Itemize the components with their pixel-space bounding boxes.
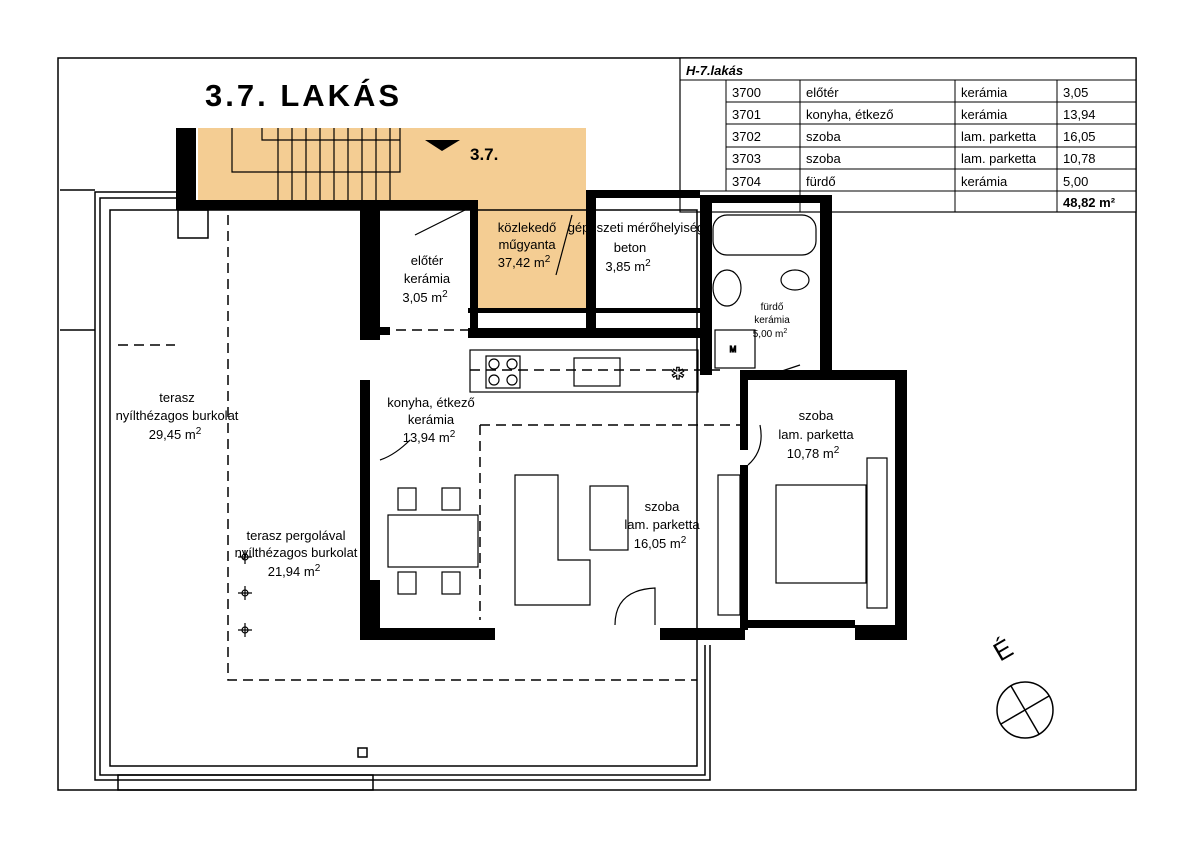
- terrace-outline: [60, 189, 711, 791]
- room-name: terasz pergolával: [247, 528, 346, 543]
- table-total: 48,82 m²: [1063, 195, 1116, 210]
- room-area: 29,45 m2: [149, 426, 202, 442]
- staircase: [231, 128, 401, 200]
- room-area: 16,05 m2: [634, 535, 687, 551]
- room-area: 37,42 m2: [498, 254, 551, 270]
- level-marker-icon: [425, 140, 460, 151]
- room-floor: műgyanta: [498, 237, 556, 252]
- room-name: szoba: [645, 499, 680, 514]
- cell-area: 16,05: [1063, 129, 1096, 144]
- room-label-konyha: konyha, étkező kerámia 13,94 m2: [387, 395, 474, 445]
- room-area: 3,85 m2: [605, 258, 651, 274]
- cell-floor: kerámia: [961, 174, 1008, 189]
- doors: [379, 209, 801, 626]
- room-label-gepeszeti: gépészeti mérőhelyiség beton 3,85 m2: [568, 220, 705, 274]
- pergola-outline: [118, 215, 745, 758]
- table-row: 3702 szoba lam. parketta 16,05: [732, 129, 1096, 144]
- cell-code: 3701: [732, 107, 761, 122]
- apartment-title: 3.7. LAKÁS: [205, 78, 402, 113]
- cell-room: konyha, étkező: [806, 107, 893, 122]
- cell-area: 13,94: [1063, 107, 1096, 122]
- room-area: 13,94 m2: [403, 429, 456, 445]
- table-row: 3700 előtér kerámia 3,05: [732, 85, 1088, 100]
- room-schedule-table: H-7.lakás 3700 előtér kerámia 3,05 3701 …: [679, 57, 1137, 213]
- room-floor: kerámia: [754, 315, 790, 326]
- room-area: 21,94 m2: [268, 563, 321, 579]
- sheet-frame: [57, 57, 1137, 791]
- room-name: konyha, étkező: [387, 395, 474, 410]
- room-name: előtér: [411, 253, 444, 268]
- room-floor: kerámia: [404, 271, 451, 286]
- room-area: 3,05 m2: [402, 289, 448, 305]
- cell-room: szoba: [806, 151, 841, 166]
- cell-floor: lam. parketta: [961, 151, 1037, 166]
- table-row: 3704 fürdő kerámia 5,00: [732, 174, 1088, 189]
- cell-room: fürdő: [806, 174, 836, 189]
- cell-code: 3703: [732, 151, 761, 166]
- room-label-szoba-bedroom: szoba lam. parketta 10,78 m2: [778, 408, 854, 461]
- cell-area: 10,78: [1063, 151, 1096, 166]
- room-label-eloter: előtér kerámia 3,05 m2: [402, 253, 451, 305]
- cell-floor: lam. parketta: [961, 129, 1037, 144]
- room-area: 10,78 m2: [787, 445, 840, 461]
- table-row: 3701 konyha, étkező kerámia 13,94: [732, 107, 1096, 122]
- room-floor: nyílthézagos burkolat: [235, 545, 358, 560]
- cell-room: előtér: [806, 85, 839, 100]
- room-name: terasz: [159, 390, 194, 405]
- cell-floor: kerámia: [961, 107, 1008, 122]
- north-compass-icon: [996, 681, 1054, 739]
- furniture: [387, 457, 888, 616]
- room-name: fürdő: [761, 302, 784, 313]
- cell-floor: kerámia: [961, 85, 1008, 100]
- cell-code: 3704: [732, 174, 761, 189]
- cell-area: 3,05: [1063, 85, 1088, 100]
- cell-room: szoba: [806, 129, 841, 144]
- kitchen-counter: ✱: [469, 349, 699, 393]
- room-name: szoba: [799, 408, 834, 423]
- walls: [176, 128, 907, 640]
- table-header: H-7.lakás: [686, 63, 743, 78]
- fridge-icon: ✱: [671, 366, 684, 383]
- room-area: 5,00 m2: [753, 328, 788, 340]
- table-row: 3703 szoba lam. parketta 10,78: [732, 151, 1096, 166]
- cell-code: 3702: [732, 129, 761, 144]
- washer-label: M: [730, 345, 737, 354]
- room-label-kozlekedo: közlekedő műgyanta 37,42 m2: [498, 220, 557, 270]
- north-label: É: [988, 633, 1018, 668]
- room-floor: lam. parketta: [778, 427, 854, 442]
- room-label-furdo: fürdő kerámia 5,00 m2: [753, 302, 790, 340]
- room-floor: beton: [614, 240, 647, 255]
- room-floor: nyílthézagos burkolat: [116, 408, 239, 423]
- room-label-terasz: terasz nyílthézagos burkolat 29,45 m2: [116, 390, 239, 442]
- room-floor: kerámia: [408, 412, 455, 427]
- room-floor: lam. parketta: [624, 517, 700, 532]
- room-name: gépészeti mérőhelyiség: [568, 220, 705, 235]
- common-area: [198, 128, 586, 308]
- room-label-terasz-pergola: terasz pergolával nyílthézagos burkolat …: [235, 528, 358, 579]
- room-label-szoba-living: szoba lam. parketta 16,05 m2: [624, 499, 700, 551]
- bathroom-fixtures: M: [712, 214, 817, 369]
- level-label: 3.7.: [470, 145, 498, 164]
- cell-code: 3700: [732, 85, 761, 100]
- cell-area: 5,00: [1063, 174, 1088, 189]
- room-name: közlekedő: [498, 220, 557, 235]
